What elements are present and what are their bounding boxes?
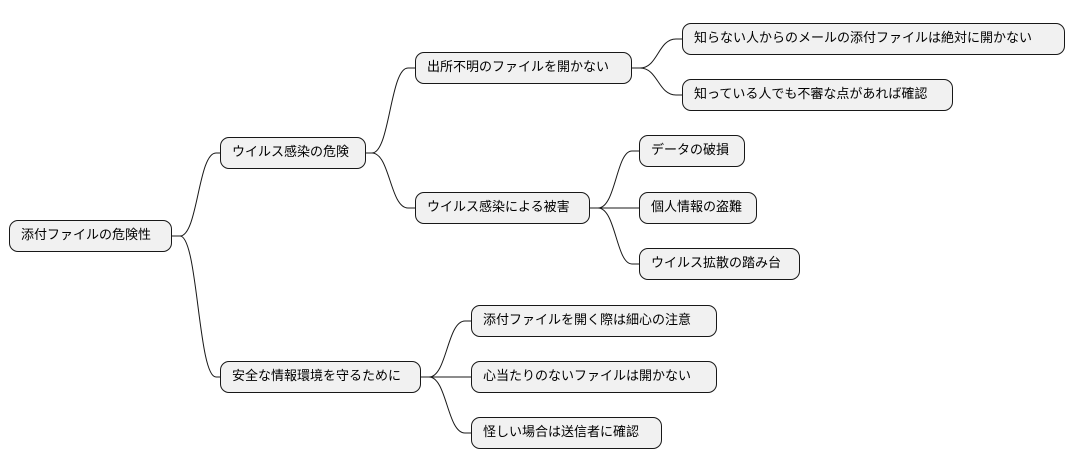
node-confirm-with-sender: 怪しい場合は送信者に確認 bbox=[471, 417, 662, 449]
node-data-corruption: データの破損 bbox=[639, 135, 745, 167]
node-do-not-open-unfamiliar: 心当たりのないファイルは開かない bbox=[471, 361, 717, 393]
node-do-not-open-unknown-files: 出所不明のファイルを開かない bbox=[415, 52, 632, 84]
node-protect-safe-environment: 安全な情報環境を守るために bbox=[220, 361, 421, 393]
connector-unknown-files-to-suspicious-check bbox=[632, 67, 682, 96]
connector-damage-to-data-corruption bbox=[590, 150, 639, 209]
connector-safe-to-confirm-sender bbox=[421, 376, 471, 434]
node-virus-infection-damage: ウイルス感染による被害 bbox=[415, 192, 590, 224]
connector-virus-risk-to-unknown-files bbox=[366, 67, 415, 154]
mindmap-root-node: 添付ファイルの危険性 bbox=[9, 220, 172, 252]
connector-virus-risk-to-damage bbox=[366, 152, 415, 209]
node-confirm-suspicious-even-known: 知っている人でも不審な点があれば確認 bbox=[682, 79, 953, 111]
connector-unknown-files-to-stranger-mail bbox=[632, 38, 682, 69]
connector-damage-to-springboard bbox=[590, 207, 639, 265]
node-virus-spread-springboard: ウイルス拡散の踏み台 bbox=[639, 248, 800, 280]
node-virus-infection-risk: ウイルス感染の危険 bbox=[220, 137, 366, 169]
node-personal-info-theft: 個人情報の盗難 bbox=[639, 192, 757, 224]
connector-root-to-virus-risk bbox=[172, 152, 220, 237]
node-never-open-stranger-attachments: 知らない人からのメールの添付ファイルは絶対に開かない bbox=[682, 23, 1065, 55]
connector-root-to-safe-environment bbox=[172, 235, 220, 378]
node-careful-when-opening: 添付ファイルを開く際は細心の注意 bbox=[471, 305, 717, 337]
connector-safe-to-careful-open bbox=[421, 320, 471, 378]
